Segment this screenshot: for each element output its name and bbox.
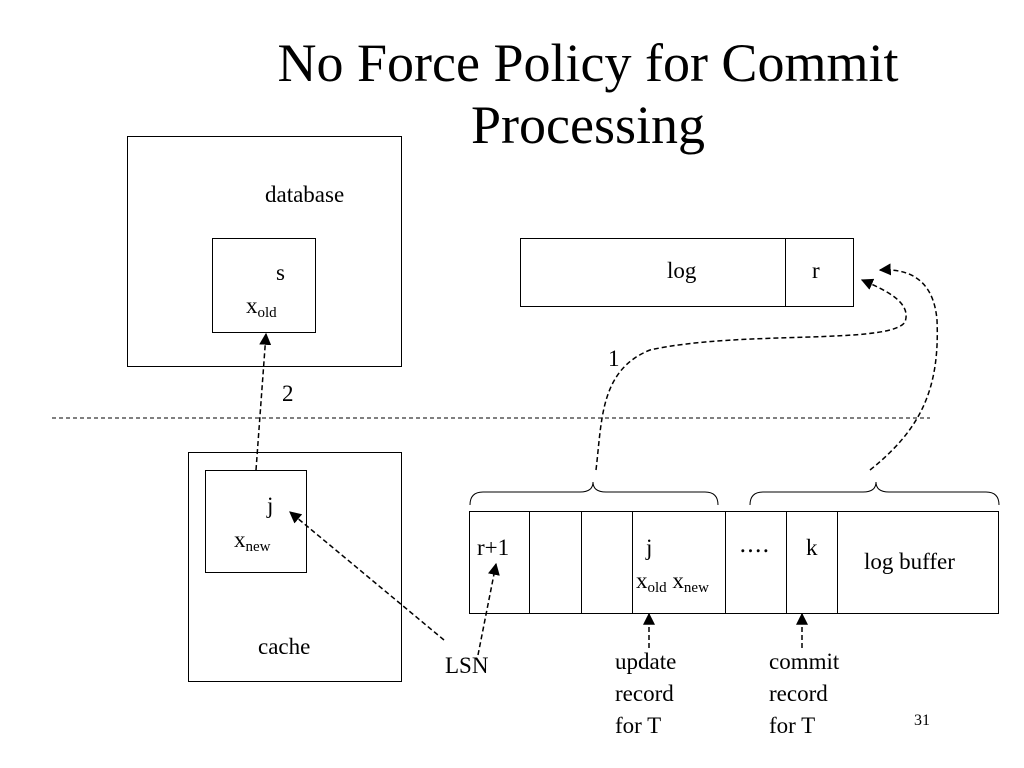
title-line-1: No Force Policy for Commit	[277, 33, 899, 93]
x-new-sub: new	[245, 539, 271, 555]
commit-record-caption: commit record for T	[769, 646, 839, 742]
step-2-label: 2	[282, 381, 294, 406]
database-box	[127, 136, 402, 367]
arrow-flush-update-records	[595, 278, 907, 471]
database-page-label: s	[276, 260, 285, 285]
arrow-write-page-to-database	[255, 332, 272, 471]
brace-right	[749, 481, 1000, 506]
x-old-base: x	[246, 293, 258, 318]
update-new-base: x	[672, 568, 684, 593]
update-record-line: for T	[615, 713, 662, 738]
log-buffer-ellipsis: ‥‥	[739, 532, 770, 557]
log-buffer-divider	[725, 512, 726, 613]
log-buffer-divider	[837, 512, 838, 613]
log-buffer-box	[469, 511, 999, 614]
commit-record-line: record	[769, 681, 828, 706]
commit-record-line: for T	[769, 713, 816, 738]
lsn-label: LSN	[445, 653, 489, 678]
update-new-sub: new	[683, 580, 709, 596]
log-buffer-divider	[529, 512, 530, 613]
commit-record-line: commit	[769, 649, 840, 674]
log-label: log	[667, 258, 697, 283]
cache-page-j	[205, 470, 307, 573]
update-cell-values: xold xnew	[636, 568, 709, 601]
update-record-caption: update record for T	[615, 646, 676, 742]
update-old-base: x	[636, 568, 648, 593]
log-buffer-divider	[786, 512, 787, 613]
x-old-sub: old	[257, 305, 277, 321]
database-label: database	[265, 182, 345, 207]
log-buffer-first-record: r+1	[477, 535, 510, 560]
update-record-line: update	[615, 649, 677, 674]
cache-page-value: xnew	[234, 527, 271, 560]
cache-label: cache	[258, 634, 311, 659]
log-buffer-label: log buffer	[864, 549, 955, 574]
arrow-lsn-to-cache-page	[289, 511, 445, 641]
log-buffer-divider	[581, 512, 582, 613]
page-number: 31	[914, 712, 930, 729]
slide-title: No Force Policy for Commit Processing	[200, 32, 976, 156]
log-buffer-divider	[632, 512, 633, 613]
cache-box	[188, 452, 402, 682]
step-1-label: 1	[608, 346, 620, 371]
database-page-value: xold	[246, 293, 277, 326]
log-last-record: r	[812, 258, 820, 283]
title-line-2: Processing	[471, 95, 705, 155]
log-divider	[785, 239, 786, 306]
commit-cell-label: k	[806, 535, 818, 560]
arrow-lsn-to-first-record	[477, 562, 500, 656]
x-new-base: x	[234, 527, 246, 552]
update-cell-label: j	[646, 535, 653, 560]
update-record-line: record	[615, 681, 674, 706]
database-page-s	[212, 238, 316, 333]
cache-page-label: j	[267, 493, 274, 518]
arrow-flush-commit-record	[869, 263, 939, 471]
brace-left	[469, 481, 719, 506]
update-old-sub: old	[647, 580, 667, 596]
log-box	[520, 238, 854, 307]
